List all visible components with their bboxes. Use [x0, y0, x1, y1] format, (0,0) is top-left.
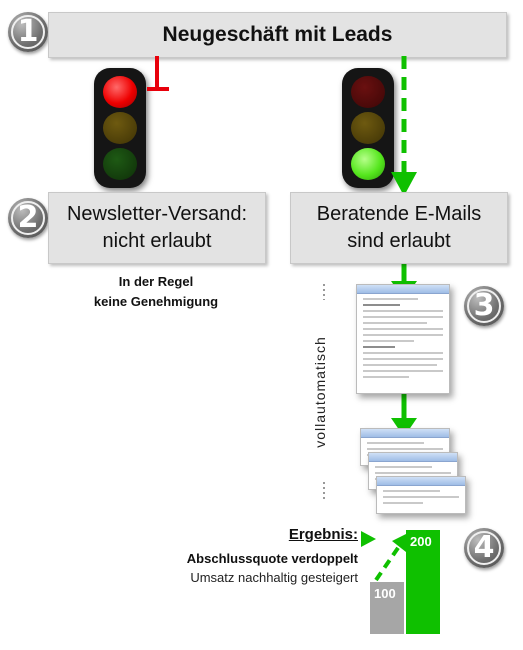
bar-100-label: 100	[374, 586, 396, 601]
green-arrow-to-result	[361, 531, 376, 547]
amber-lamp-off	[103, 112, 137, 144]
vollautomatisch-label: vollautomatisch	[312, 336, 328, 448]
bar-200: 200	[406, 530, 440, 634]
green-dashed-growth-arrow	[374, 532, 410, 582]
emails-allowed-box: Beratende E-Mails sind erlaubt	[290, 192, 508, 264]
result-line1: Abschlussquote verdoppelt	[186, 551, 358, 566]
result-heading: Ergebnis:	[288, 526, 358, 543]
bar-200-label: 200	[410, 534, 432, 549]
email-document-icon	[356, 284, 450, 394]
step-3-badge: 3	[464, 286, 504, 326]
newsletter-note: In der Regel keine Genehmigung	[48, 272, 264, 312]
result-bar-chart: 100 200	[370, 530, 440, 634]
red-stop-connector	[147, 56, 169, 91]
step-4-badge: 4	[464, 528, 504, 568]
green-lamp-on	[351, 148, 385, 180]
newsletter-box-line2: nicht erlaubt	[102, 230, 212, 252]
emails-box-line1: Beratende E-Mails	[316, 203, 482, 225]
red-lamp-off	[351, 76, 385, 108]
header-box: Neugeschäft mit Leads	[48, 12, 507, 58]
bar-100: 100	[370, 582, 404, 634]
result-line2: Umsatz nachhaltig gesteigert	[190, 570, 358, 585]
red-lamp-on	[103, 76, 137, 108]
newsletter-box-line1: Newsletter-Versand:	[66, 203, 248, 225]
emails-box-line2: sind erlaubt	[347, 230, 451, 252]
traffic-light-green-icon	[342, 68, 394, 188]
green-arrow-to-email-stack	[391, 392, 417, 437]
newsletter-note-line1: In der Regel	[118, 274, 194, 289]
email-document-icon	[376, 476, 466, 514]
traffic-light-red-icon	[94, 68, 146, 188]
newsletter-note-line2: keine Genehmigung	[93, 294, 219, 309]
newsletter-box: Newsletter-Versand: nicht erlaubt	[48, 192, 266, 264]
step-1-badge: 1	[8, 12, 48, 52]
bar-100-fill: 100	[370, 582, 404, 634]
green-lamp-off	[103, 148, 137, 180]
amber-lamp-off	[351, 112, 385, 144]
bar-200-fill: 200	[406, 530, 440, 634]
step-2-badge: 2	[8, 198, 48, 238]
header-title: Neugeschäft mit Leads	[162, 23, 393, 46]
green-dashed-arrow-down	[391, 56, 417, 196]
